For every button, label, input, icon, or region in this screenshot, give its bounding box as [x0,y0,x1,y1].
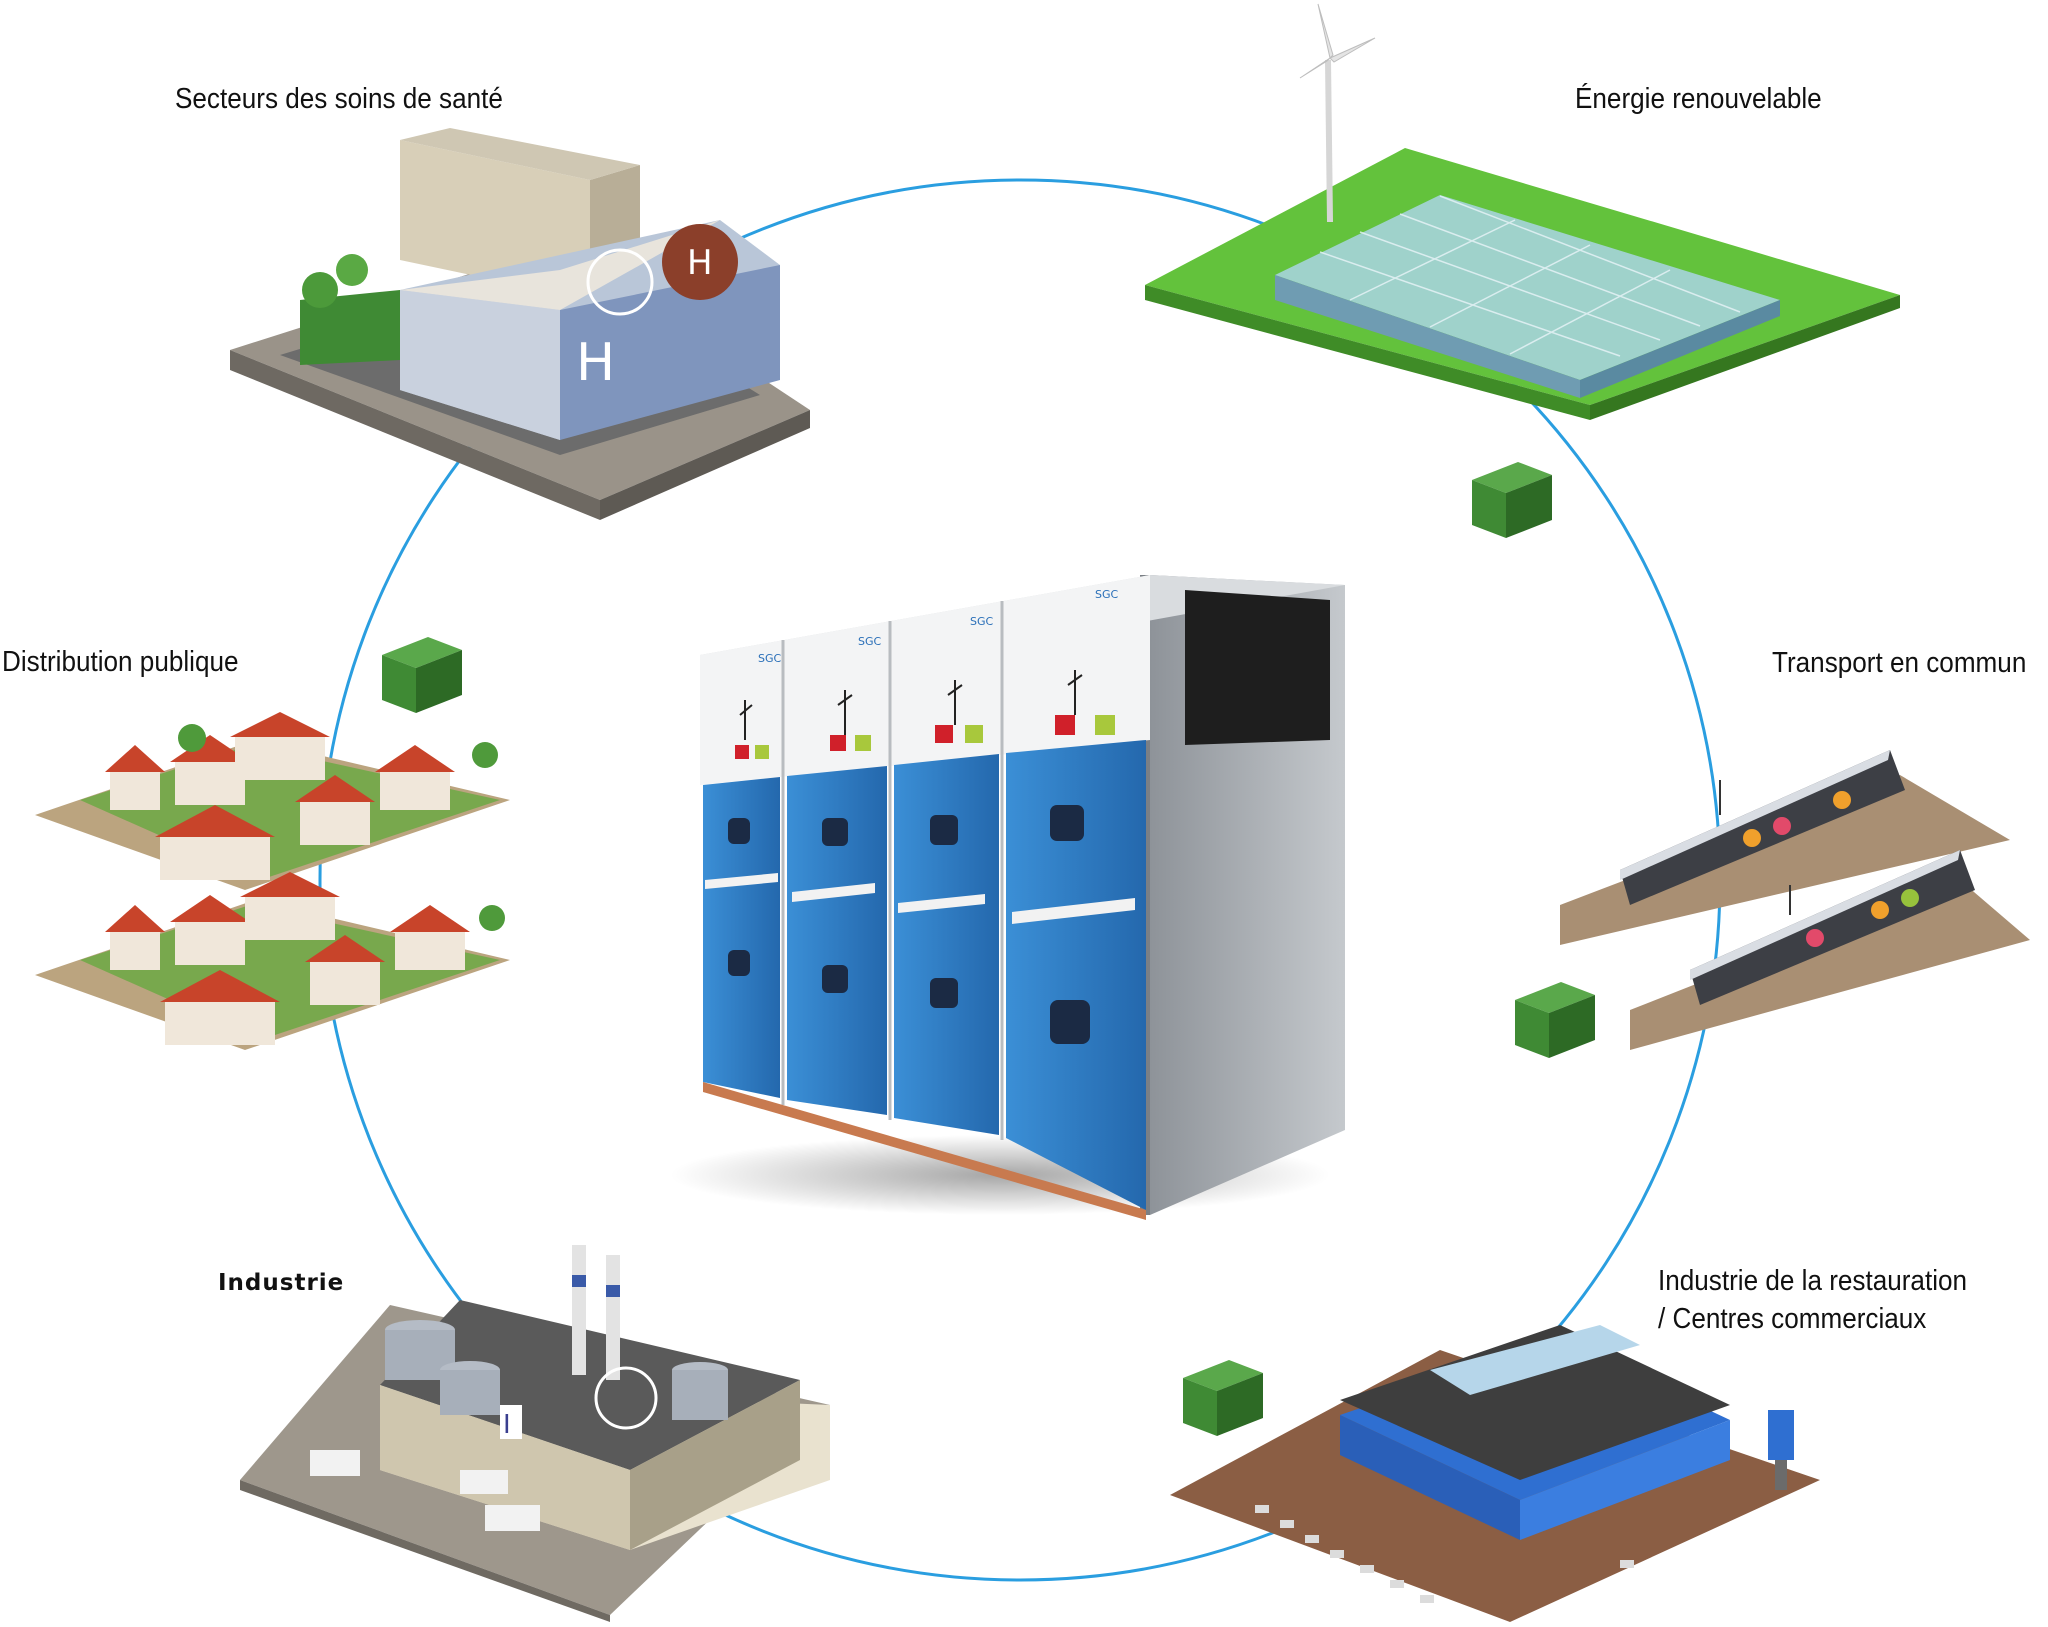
kiosk-substation [382,637,462,713]
hospital-substation-highlight [586,248,654,316]
switchgear-cabinet: SGC SGC SGC SGC [670,575,1345,1220]
kiosk-substation [1515,982,1595,1058]
label-public-distribution: Distribution publique [2,646,239,678]
hospital-illustration: H H [230,128,810,520]
cabinet-brand-logo: SGC [1095,588,1119,601]
renewable-illustration [1145,3,1900,420]
industry-facade-letter: I [503,1410,511,1440]
public-distribution-illustration [35,712,510,1050]
kiosk-substation [1183,1360,1263,1436]
hospital-facade-letter: H [576,333,615,393]
label-healthcare: Secteurs des soins de santé [175,83,503,115]
retail-illustration [1170,1325,1820,1622]
label-retail-line2: / Centres commerciaux [1658,1303,1927,1335]
label-public-transport: Transport en commun [1772,647,2027,679]
cabinet-brand-logo: SGC [970,615,994,628]
cabinet-brand-logo: SGC [858,635,882,648]
industry-substation-highlight [594,1366,658,1430]
kiosk-substation [1472,462,1552,538]
label-renewable: Énergie renouvelable [1575,83,1822,115]
industry-illustration: I [240,1245,830,1622]
label-retail-line1: Industrie de la restauration [1658,1265,1968,1297]
transport-illustration [1560,750,2030,1050]
cabinet-brand-logo: SGC [758,652,782,665]
house-group [105,712,470,1045]
hospital-helipad-letter: H [687,243,713,283]
label-industry: Industrie [218,1270,345,1296]
